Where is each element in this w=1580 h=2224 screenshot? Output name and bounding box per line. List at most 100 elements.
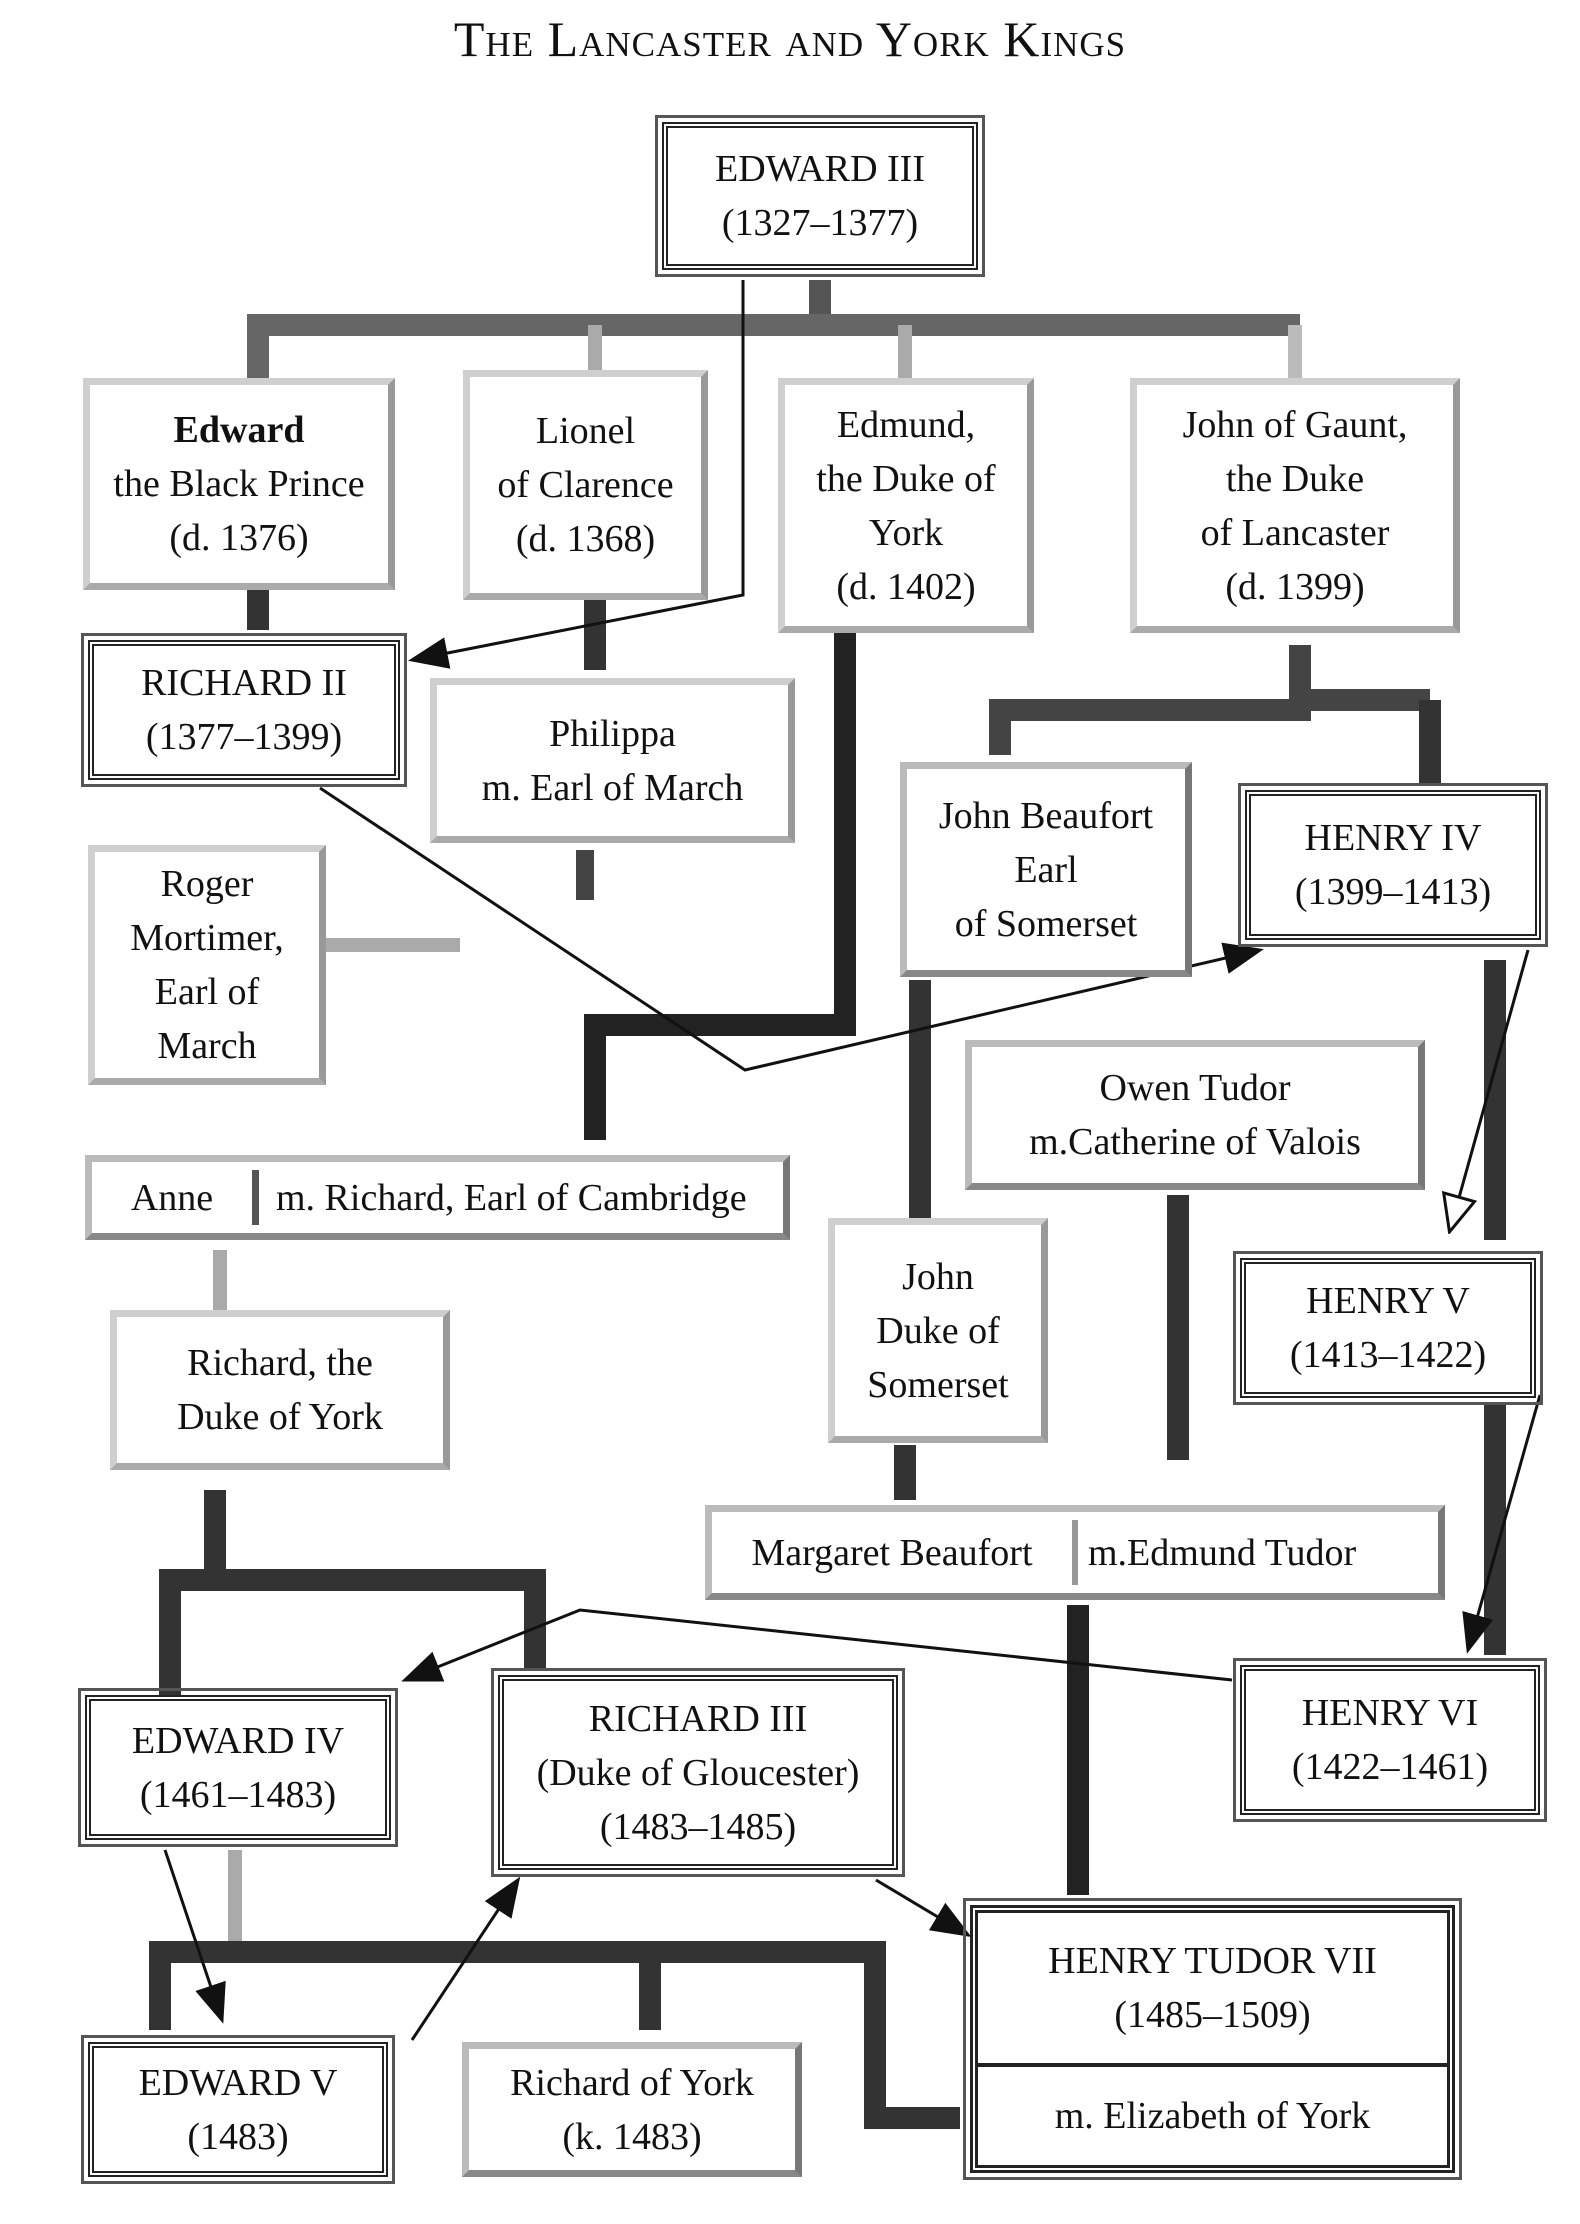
richard-ii-name: RICHARD II [141, 662, 347, 704]
richard-ii-dates: (1377–1399) [145, 716, 343, 758]
edward-v-name: EDWARD V [138, 2061, 338, 2104]
richard-york-children-bar [159, 1569, 546, 1700]
edmund-line4: (d. 1402) [836, 565, 976, 608]
richard-duke-york-box: Richard, the Duke of York [110, 1310, 450, 1470]
succession-arrows [163, 280, 1542, 2041]
lionel-line1: Lionel [535, 410, 636, 452]
edmund-line3: York [868, 511, 944, 554]
arrow-edward-v-to-richard-iii [410, 1876, 521, 2041]
owen-line1: Owen Tudor [1099, 1067, 1291, 1109]
henry-vi-dates: (1422–1461) [1291, 1746, 1489, 1788]
arrow-richard-ii-to-henry-iv [319, 786, 1264, 1072]
philippa-box: Philippa m. Earl of March [430, 678, 795, 843]
john-somerset-line2: Duke of [876, 1309, 1000, 1352]
henry-v-box: HENRY V (1413–1422) [1233, 1251, 1543, 1405]
richard-of-york-line2: (k. 1483) [562, 2115, 702, 2158]
john-beaufort-box: John Beaufort Earl of Somerset [900, 762, 1192, 977]
margaret-divider [1072, 1520, 1078, 1585]
henry-v-dates: (1413–1422) [1289, 1334, 1487, 1376]
bar-to-elizabeth [650, 1941, 960, 2129]
lionel-line2: of Clarence [497, 464, 674, 506]
henry-iv-dates: (1399–1413) [1294, 871, 1492, 913]
richard-of-york-box: Richard of York (k. 1483) [462, 2042, 802, 2177]
richard-iii-box: RICHARD III (Duke of Gloucester) (1483–1… [491, 1668, 905, 1877]
edward-iii-name: EDWARD III [714, 148, 925, 190]
edward-iv-name: EDWARD IV [131, 1719, 345, 1762]
edmund-box: Edmund, the Duke of York (d. 1402) [778, 378, 1034, 633]
gaunt-line2: the Duke [1225, 457, 1365, 500]
edward-iv-box: EDWARD IV (1461–1483) [78, 1688, 398, 1847]
roger-mortimer-box: Roger Mortimer, Earl of March [88, 845, 326, 1085]
john-somerset-box: John Duke of Somerset [828, 1218, 1048, 1443]
edward-iii-dates: (1327–1377) [721, 202, 919, 244]
philippa-line2: m. Earl of March [481, 766, 744, 809]
edmund-line1: Edmund, [836, 403, 976, 446]
owen-line2: m.Catherine of Valois [1029, 1121, 1361, 1163]
arrow-henry-vi-to-edward-iv [401, 1608, 1233, 1682]
richard-york-line1: Richard, the [187, 1342, 373, 1384]
black-prince-line1: Edward [173, 409, 305, 451]
gaunt-line4: (d. 1399) [1225, 565, 1365, 608]
roger-line2: Mortimer, [130, 917, 284, 959]
john-somerset-line1: John [902, 1255, 974, 1298]
lionel-line3: (d. 1368) [515, 518, 656, 560]
richard-iii-name: RICHARD III [588, 1697, 808, 1740]
henry-iv-box: HENRY IV (1399–1413) [1238, 783, 1548, 947]
richard-iii-title: (Duke of Gloucester) [536, 1751, 860, 1794]
richard-iii-dates: (1483–1485) [599, 1805, 797, 1848]
richard-ii-box: RICHARD II (1377–1399) [81, 633, 407, 787]
henry-vii-box: HENRY TUDOR VII (1485–1509) m. Elizabeth… [963, 1898, 1462, 2180]
gaunt-line1: John of Gaunt, [1182, 403, 1408, 446]
anne-spouse: m. Richard, Earl of Cambridge [276, 1176, 747, 1219]
edmund-line2: the Duke of [816, 457, 996, 500]
lionel-box: Lionel of Clarence (d. 1368) [463, 370, 708, 600]
roger-line4: March [157, 1025, 257, 1067]
john-somerset-line3: Somerset [867, 1363, 1009, 1406]
henry-vi-box: HENRY VI (1422–1461) [1233, 1658, 1547, 1822]
arrow-henry-iv-to-henry-v [1450, 949, 1530, 1230]
john-beaufort-line3: of Somerset [954, 902, 1138, 945]
margaret-name: Margaret Beaufort [751, 1531, 1033, 1574]
edmund-descent [584, 630, 856, 1140]
henry-vii-marriage: m. Elizabeth of York [978, 2067, 1447, 2165]
richard-of-york-line1: Richard of York [510, 2061, 754, 2104]
descent-lines [149, 280, 1506, 2129]
arrow-edward-iv-to-edward-v [163, 1849, 226, 2024]
edward-iv-dates: (1461–1483) [139, 1773, 337, 1816]
black-prince-box: Edward the Black Prince (d. 1376) [83, 378, 395, 590]
henry-vii-dates: (1485–1509) [1114, 1994, 1311, 2036]
page-title: The Lancaster and York Kings [453, 11, 1127, 67]
anne-cambridge-box: Anne m. Richard, Earl of Cambridge [85, 1155, 790, 1240]
gaunt-line3: of Lancaster [1200, 511, 1390, 554]
roger-line3: Earl of [154, 971, 260, 1013]
black-prince-line2: the Black Prince [113, 463, 365, 505]
arrow-henry-v-to-henry-vi [1462, 1394, 1542, 1654]
henry-iv-name: HENRY IV [1304, 817, 1482, 859]
owen-tudor-box: Owen Tudor m.Catherine of Valois [965, 1040, 1425, 1190]
anne-divider [252, 1170, 259, 1225]
arrow-richard-iii-to-henry-vii [875, 1878, 972, 1938]
edward-iii-children-bar [247, 314, 1300, 380]
edward-v-box: EDWARD V (1483) [81, 2035, 395, 2184]
edward-iv-children-bar [149, 1941, 661, 2030]
richard-york-line2: Duke of York [177, 1396, 383, 1438]
philippa-line1: Philippa [549, 712, 676, 755]
edward-v-dates: (1483) [187, 2115, 289, 2158]
margaret-spouse: m.Edmund Tudor [1088, 1531, 1357, 1574]
gaunt-box: John of Gaunt, the Duke of Lancaster (d.… [1130, 378, 1460, 633]
henry-v-name: HENRY V [1306, 1280, 1470, 1322]
black-prince-line3: (d. 1376) [169, 517, 309, 559]
roger-line1: Roger [160, 863, 254, 905]
henry-vii-reign: HENRY TUDOR VII (1485–1509) [978, 1913, 1447, 2067]
anne-name: Anne [130, 1176, 214, 1219]
arrow-edward-iii-to-richard-ii [408, 280, 745, 669]
john-beaufort-line1: John Beaufort [938, 794, 1154, 837]
gaunt-children-bar [989, 645, 1311, 755]
henry-vi-name: HENRY VI [1301, 1692, 1479, 1734]
john-beaufort-line2: Earl [1014, 848, 1078, 891]
margaret-beaufort-box: Margaret Beaufort m.Edmund Tudor [705, 1505, 1445, 1600]
edward-iii-box: EDWARD III (1327–1377) [655, 115, 985, 277]
henry-vii-name: HENRY TUDOR VII [1048, 1940, 1377, 1982]
henry-vii-spouse: m. Elizabeth of York [1054, 2095, 1371, 2137]
